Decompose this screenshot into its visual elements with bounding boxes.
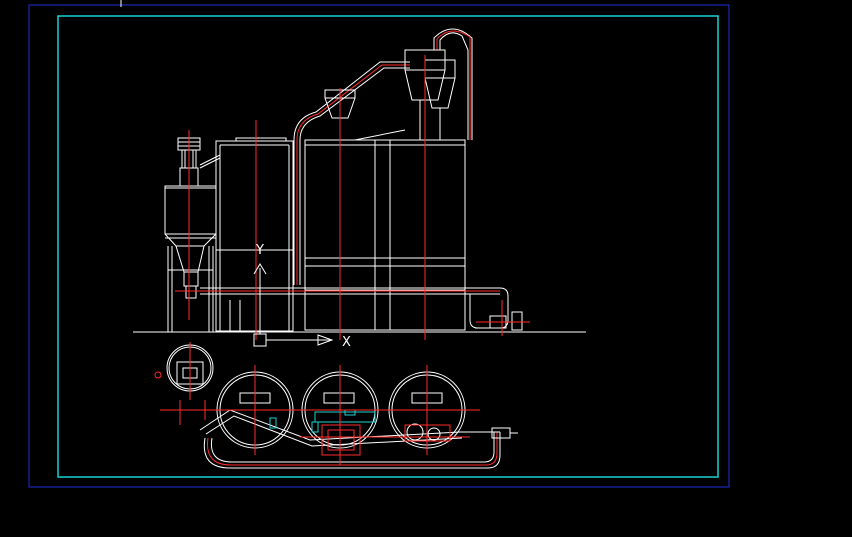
drawing-frame — [57, 15, 719, 478]
elevation-view — [133, 28, 586, 340]
plan-pipe-loop — [199, 409, 501, 469]
small-hopper-unit — [164, 137, 221, 332]
ucs-x-label: X — [342, 335, 351, 350]
plan-view — [154, 342, 518, 469]
ucs-icon: Y X — [253, 243, 351, 350]
plan-centerlines — [160, 342, 480, 465]
sheet-border — [28, 4, 730, 488]
ucs-y-label: Y — [255, 243, 264, 258]
large-silo-block — [215, 137, 294, 332]
elevation-centerlines — [175, 55, 530, 340]
conveying-pipe — [200, 28, 509, 329]
